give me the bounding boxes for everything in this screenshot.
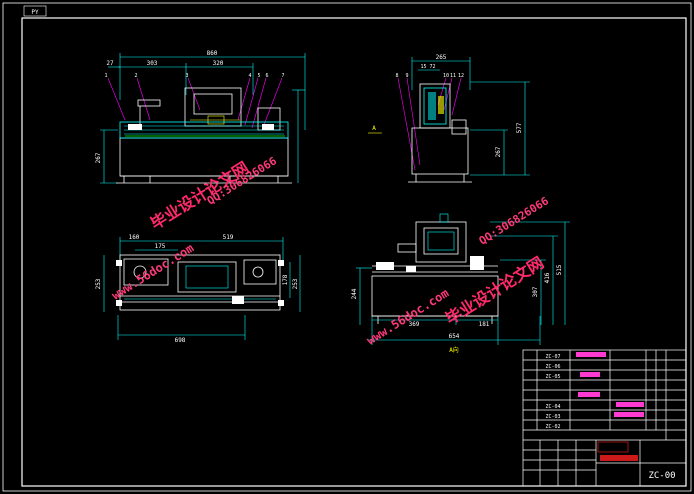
drawing-number: ZC-00 (648, 471, 675, 481)
dim-height: 267 (95, 152, 102, 163)
top-dim-left-height: 253 (95, 278, 102, 289)
watermark-cn-1: 毕业设计论文网 (147, 158, 252, 233)
part-code-8: ZC-03 (545, 414, 560, 420)
view-arrow-label: A (372, 125, 376, 132)
balloon-5: 5 (257, 73, 260, 79)
balloon-6: 6 (265, 73, 268, 79)
top-dim-inner-height: 178 (282, 274, 289, 285)
dim-left-width: 303 (147, 60, 158, 67)
sec-dim-h2: 416 (544, 272, 551, 283)
balloon-7: 7 (281, 73, 284, 79)
part-code-2: ZC-06 (545, 364, 560, 370)
side-view: 265 15 72 267 577 A 8 9 10 11 12 (368, 54, 530, 183)
sec-dim-h3: 307 (532, 286, 539, 297)
sec-dim-total: 654 (449, 333, 460, 340)
section-view: 515 416 307 244 369 181 654 A向 (351, 213, 570, 354)
dim-overall-width: 860 (207, 50, 218, 57)
top-view: 160 519 175 698 253 253 178 (95, 234, 301, 344)
dim-small-width: 27 (106, 60, 114, 67)
balloon-2: 2 (134, 73, 137, 79)
sec-dim-left: 244 (351, 288, 358, 299)
side-dim-top: 265 (436, 54, 447, 61)
top-dim-a: 160 (129, 234, 140, 241)
balloon-1: 1 (104, 73, 107, 79)
side-dim-height-high: 577 (516, 122, 523, 133)
title-block: ZC-07 ZC-06 ZC-05 ZC-04 ZC-03 ZC-02 ZC-0… (522, 349, 687, 487)
part-code-3: ZC-05 (545, 374, 560, 380)
dim-mid-width: 320 (213, 60, 224, 67)
balloon-9: 9 (405, 73, 408, 79)
part-code-9: ZC-02 (545, 424, 560, 430)
watermark-qq-2: QQ:306826066 (477, 194, 552, 247)
balloon-3: 3 (185, 73, 188, 79)
top-dim-b: 519 (223, 234, 234, 241)
balloon-11: 11 (450, 73, 456, 79)
top-dim-total: 698 (175, 337, 186, 344)
part-code-7: ZC-04 (545, 404, 560, 410)
balloon-4: 4 (248, 73, 251, 79)
top-dim-right-height: 253 (292, 278, 299, 289)
side-dim-sub: 15 72 (420, 64, 435, 70)
balloon-8: 8 (395, 73, 398, 79)
sheet-tab-label: PY (31, 9, 39, 16)
part-code-1: ZC-07 (545, 354, 560, 360)
top-dim-c: 175 (155, 243, 166, 250)
sec-dim-b1: 369 (409, 321, 420, 328)
sheet-tab (23, 5, 47, 17)
balloon-10: 10 (443, 73, 449, 79)
front-view: 860 303 320 27 267 1 2 3 4 5 6 7 (95, 50, 306, 184)
watermark-url-2: www.56doc.com (364, 286, 451, 348)
drawing-frame (21, 17, 687, 487)
sec-dim-b2: 181 (479, 321, 490, 328)
side-dim-height-low: 267 (495, 146, 502, 157)
section-view-label: A向 (449, 346, 459, 354)
sec-dim-h1: 515 (556, 264, 563, 275)
balloon-12: 12 (458, 73, 464, 79)
